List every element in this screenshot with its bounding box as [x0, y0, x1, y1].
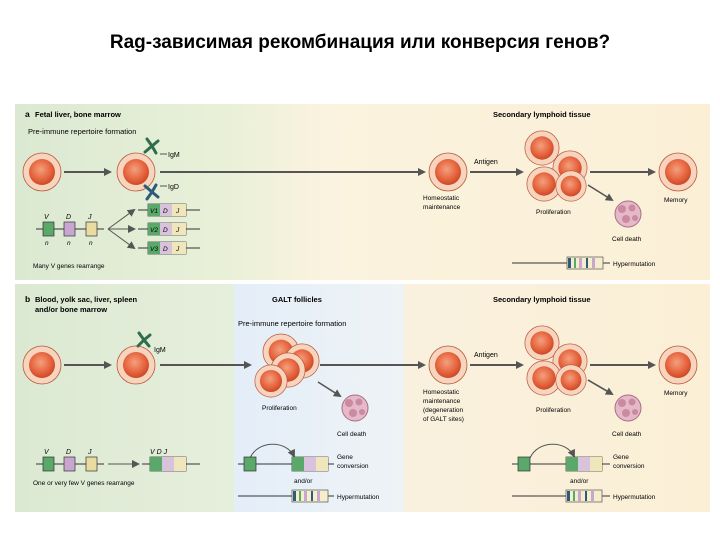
homeostatic-label-4: of GALT sites) — [423, 416, 464, 423]
antigen-label: Antigen — [474, 159, 498, 166]
gene-j-label: J — [87, 214, 92, 221]
rearranged-locus — [142, 456, 200, 472]
antigen-label: Antigen — [474, 352, 498, 359]
rearranged-j-label-3: J — [175, 246, 180, 253]
precursor-cell — [22, 345, 62, 385]
rearrange-text: One or very few V genes rearrange — [33, 480, 135, 487]
igd-label: IgD — [168, 184, 179, 191]
arrow — [529, 443, 575, 459]
igm-label: IgM — [154, 347, 166, 354]
homeostatic-label-2: maintenance — [423, 204, 461, 211]
memory-cell — [658, 152, 698, 192]
rearranged-vdj-label: V D J — [150, 449, 168, 456]
homeostatic-cell — [428, 345, 468, 385]
panel-b-background-3 — [404, 284, 710, 512]
hypermutation-label: Hypermutation — [613, 261, 656, 268]
gene-conversion-locus — [512, 456, 610, 472]
n-label-3: n — [89, 240, 93, 247]
panel-b-letter: b — [25, 294, 30, 304]
galt-heading: GALT follicles — [272, 295, 322, 304]
rearranged-j-label-2: J — [175, 227, 180, 234]
arrow — [107, 228, 136, 250]
rearranged-j-label-1: J — [175, 208, 180, 215]
apoptotic-cell-icon — [341, 394, 369, 422]
arrow — [107, 208, 136, 230]
cell-death-label: Cell death — [612, 236, 642, 243]
immature-b-cell — [116, 152, 156, 192]
hypermutation-gene-bar — [512, 489, 610, 503]
galt-subheading: Pre-immune repertoire formation — [238, 319, 346, 328]
b-cell — [116, 345, 156, 385]
rearranged-locus-1 — [138, 203, 200, 217]
panel-a-letter: a — [25, 109, 30, 119]
rearranged-d-label-3: D — [163, 246, 168, 253]
hypermutation-gene-bar — [512, 256, 610, 270]
and-or-label: and/or — [570, 478, 589, 485]
panel-a: a Fetal liver, bone marrow Pre-immune re… — [15, 104, 710, 280]
arrow — [587, 184, 614, 202]
gene-conversion-locus — [238, 456, 334, 472]
homeostatic-label-2: maintenance — [423, 398, 461, 405]
n-label-1: n — [45, 240, 49, 247]
panel-a-heading: Fetal liver, bone marrow — [35, 110, 121, 119]
gene-v-label: V — [44, 214, 50, 221]
n-label-2: n — [67, 240, 71, 247]
rearranged-v2-label: V2 — [150, 227, 158, 234]
gene-v-label: V — [44, 449, 50, 456]
memory-label: Memory — [664, 197, 688, 204]
panel-b-secondary-heading: Secondary lymphoid tissue — [493, 295, 591, 304]
memory-label: Memory — [664, 390, 688, 397]
galt-cell-death-label: Cell death — [337, 431, 367, 438]
rearranged-v1-label: V1 — [150, 208, 158, 215]
panel-a-background — [15, 104, 710, 280]
homeostatic-cell — [428, 152, 468, 192]
galt-proliferation-label: Proliferation — [262, 405, 297, 412]
apoptotic-cell-icon — [614, 394, 642, 422]
gene-d-label: D — [66, 449, 71, 456]
homeostatic-label-1: Homeostatic — [423, 195, 460, 202]
pre-b-cell — [22, 152, 62, 192]
rearranged-d-label-1: D — [163, 208, 168, 215]
slide-title: Rag-зависимая рекомбинация или конверсия… — [109, 32, 611, 53]
panel-b-background-2 — [234, 284, 404, 512]
arrow — [587, 379, 614, 396]
panel-a-secondary-heading: Secondary lymphoid tissue — [493, 110, 591, 119]
apoptotic-cell-icon — [614, 200, 642, 228]
gene-d-label: D — [66, 214, 71, 221]
proliferation-label: Proliferation — [536, 209, 571, 216]
rearranged-d-label-2: D — [163, 227, 168, 234]
gene-conversion-label-1: Gene — [337, 454, 353, 461]
proliferation-label: Proliferation — [536, 407, 571, 414]
germline-locus — [36, 221, 104, 237]
panel-b-heading-1: Blood, yolk sac, liver, spleen — [35, 295, 138, 304]
memory-cell — [658, 345, 698, 385]
panel-a-subheading: Pre-immune repertoire formation — [28, 127, 136, 136]
germline-locus — [36, 456, 104, 472]
gene-conversion-label-2: conversion — [337, 463, 369, 470]
homeostatic-label-1: Homeostatic — [423, 389, 460, 396]
homeostatic-label-3: (degeneration — [423, 407, 463, 414]
cell-death-label: Cell death — [612, 431, 642, 438]
rearranged-locus-3 — [138, 241, 200, 255]
gene-j-label: J — [87, 449, 92, 456]
gene-conversion-label-2: conversion — [613, 463, 645, 470]
gene-conversion-label-1: Gene — [613, 454, 629, 461]
rearranged-v3-label: V3 — [150, 246, 158, 253]
arrow — [249, 443, 295, 459]
panel-b: b Blood, yolk sac, liver, spleen and/or … — [15, 284, 710, 512]
hypermutation-gene-bar — [238, 489, 334, 503]
igm-antibody-icon — [143, 137, 167, 155]
hypermutation-label: Hypermutation — [337, 494, 380, 501]
igd-antibody-icon — [143, 183, 167, 201]
rearranged-locus-2 — [138, 222, 200, 236]
igm-label: IgM — [168, 152, 180, 159]
rearrange-text: Many V genes rearrange — [33, 263, 105, 270]
arrow — [317, 381, 342, 398]
and-or-label: and/or — [294, 478, 313, 485]
panel-b-heading-2: and/or bone marrow — [35, 305, 107, 314]
igm-antibody-icon — [136, 331, 152, 348]
panel-b-background-1 — [15, 284, 234, 512]
hypermutation-label: Hypermutation — [613, 494, 656, 501]
